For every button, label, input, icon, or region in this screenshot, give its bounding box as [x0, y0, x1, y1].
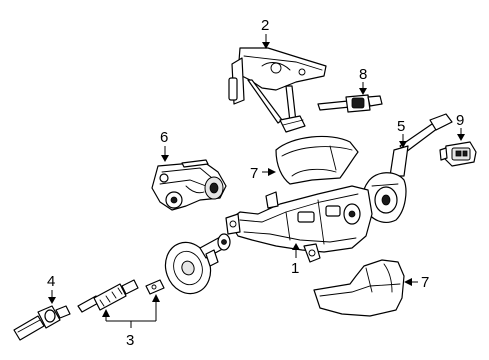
callout-3-number: 3 — [126, 332, 134, 349]
part-6-lock-housing — [151, 159, 227, 211]
callout-7-upper: 7 — [250, 165, 276, 182]
part-8-brake-switch — [317, 94, 383, 113]
callout-5: 5 — [397, 118, 407, 148]
callout-9: 9 — [456, 112, 465, 141]
part-4-lower-ujoint — [13, 305, 71, 341]
callout-7-upper-number: 7 — [250, 165, 258, 182]
callout-6: 6 — [160, 129, 169, 162]
part-column-bearing-assembly — [164, 233, 231, 295]
callout-3: 3 — [102, 294, 160, 349]
callout-4-number: 4 — [47, 273, 55, 290]
callout-7-lower: 7 — [404, 274, 429, 291]
part-7-lower-shroud — [313, 259, 405, 317]
part-5-multifunction-switch — [362, 113, 453, 223]
part-3-intermediate-shaft — [77, 279, 165, 313]
callout-2: 2 — [261, 17, 270, 49]
callout-8: 8 — [359, 66, 367, 95]
callout-2-number: 2 — [261, 17, 269, 34]
part-2-pedal-bracket — [228, 47, 327, 133]
part-9-switch — [439, 141, 477, 167]
part-7-upper-shroud — [275, 135, 359, 185]
callout-1: 1 — [291, 243, 300, 277]
callout-1-number: 1 — [291, 260, 299, 277]
callout-9-number: 9 — [456, 112, 464, 129]
callout-4: 4 — [47, 273, 56, 304]
callout-5-number: 5 — [397, 118, 405, 135]
callout-7-lower-number: 7 — [421, 274, 429, 291]
callout-8-number: 8 — [359, 66, 367, 83]
part-1-steering-column — [225, 185, 373, 263]
callout-6-number: 6 — [160, 129, 168, 146]
